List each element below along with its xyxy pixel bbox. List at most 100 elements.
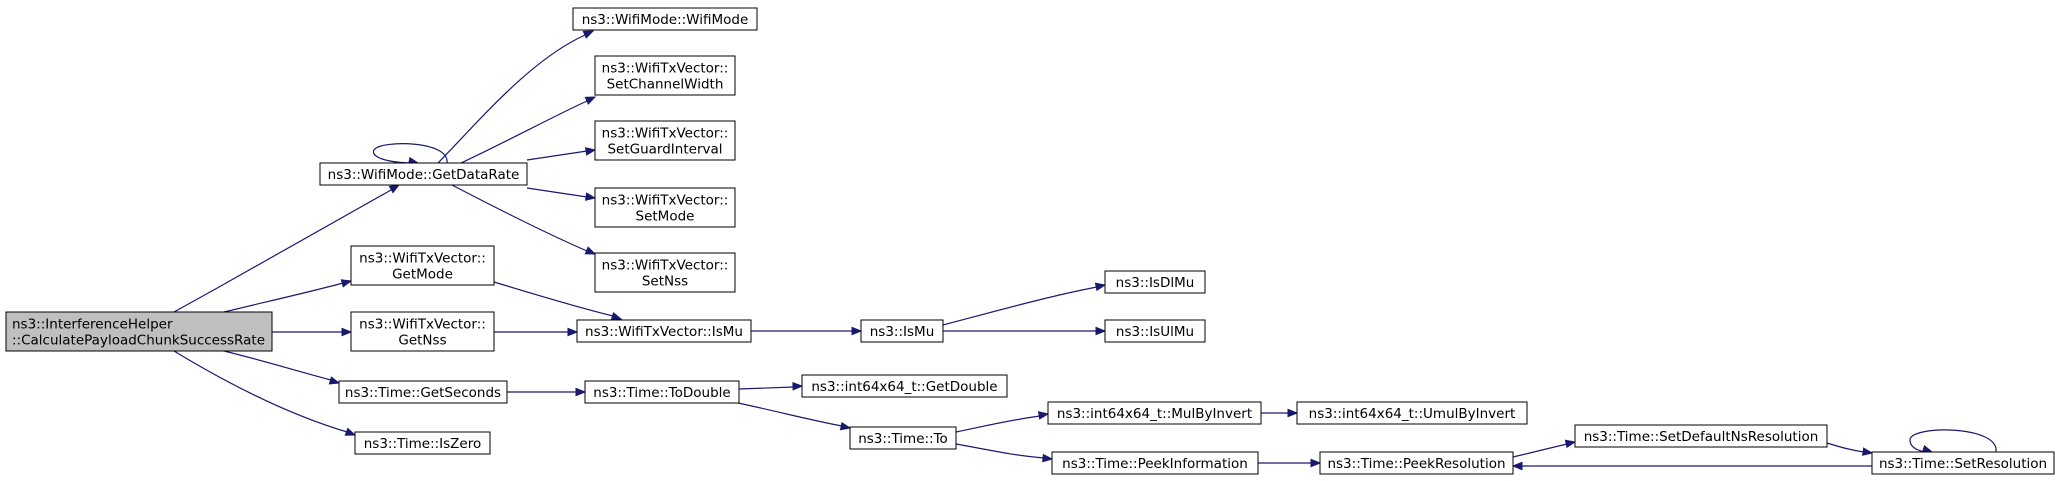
node-time-to[interactable]: ns3::Time::To bbox=[849, 426, 957, 450]
edge-time-peekresolution-to-time-setdefaultns bbox=[1512, 439, 1577, 458]
arrowhead bbox=[1861, 447, 1874, 456]
node-tx-setguardinterval[interactable]: ns3::WifiTxVector::SetGuardInterval bbox=[594, 120, 736, 161]
edge-wm-getdatarate-to-tx-setnss bbox=[451, 184, 597, 255]
node-label: ns3::Time::PeekInformation bbox=[1062, 456, 1248, 472]
node-isdlmu[interactable]: ns3::IsDlMu bbox=[1104, 270, 1206, 294]
node-label: ns3::WifiTxVector:: bbox=[602, 193, 729, 209]
edge-line bbox=[955, 415, 1041, 433]
arrowhead bbox=[582, 30, 595, 39]
arrowhead bbox=[584, 192, 597, 201]
node-label: ns3::int64x64_t::MulByInvert bbox=[1057, 406, 1252, 422]
edge-line bbox=[173, 189, 392, 313]
edge-wm-getdatarate-to-tx-setguardinterval bbox=[526, 147, 597, 161]
node-box bbox=[1051, 451, 1259, 475]
node-box bbox=[594, 55, 736, 96]
node-label: ns3::IsMu bbox=[870, 324, 935, 340]
arrowhead bbox=[575, 387, 587, 397]
node-label: ns3::WifiTxVector:: bbox=[359, 317, 486, 333]
edge-time-setdefaultns-to-time-setresolution bbox=[1826, 442, 1874, 456]
edge-wm-getdatarate-to-tx-setchannelwidth bbox=[460, 96, 597, 164]
node-box bbox=[1104, 270, 1206, 294]
node-label: ns3::WifiTxVector::IsMu bbox=[585, 324, 743, 340]
edge-time-setresolution-to-time-peekresolution bbox=[1511, 461, 1872, 471]
edge-line bbox=[451, 184, 588, 252]
edge-ismu-to-isdlmu bbox=[942, 282, 1107, 326]
node-i64-mulbyinvert[interactable]: ns3::int64x64_t::MulByInvert bbox=[1047, 401, 1262, 425]
node-time-getseconds[interactable]: ns3::Time::GetSeconds bbox=[338, 380, 508, 404]
node-label: ns3::int64x64_t::UmulByInvert bbox=[1309, 406, 1516, 422]
node-label: ns3::IsDlMu bbox=[1116, 275, 1195, 291]
node-label: ns3::Time::IsZero bbox=[364, 436, 482, 452]
node-ismu[interactable]: ns3::IsMu bbox=[860, 319, 944, 343]
edge-wm-getdatarate-to-wm-getdatarate bbox=[372, 143, 448, 166]
edge-root-to-wm-getdatarate bbox=[173, 184, 401, 313]
arrowhead bbox=[1511, 461, 1523, 471]
node-box bbox=[1574, 424, 1828, 448]
node-label: ns3::int64x64_t::GetDouble bbox=[811, 379, 997, 395]
edge-tx-getmode-to-tx-ismu bbox=[493, 281, 623, 321]
arrowhead bbox=[610, 312, 623, 321]
edge-root-to-time-iszero bbox=[173, 350, 357, 436]
edge-time-to-to-i64-mulbyinvert bbox=[955, 411, 1050, 433]
nodes-layer: ns3::InterferenceHelper::CalculatePayloa… bbox=[5, 7, 2055, 475]
arrowhead bbox=[1037, 411, 1050, 420]
node-label: ns3::Time::PeekResolution bbox=[1327, 456, 1505, 472]
node-box bbox=[594, 187, 736, 228]
node-time-setdefaultns[interactable]: ns3::Time::SetDefaultNsResolution bbox=[1574, 424, 1828, 448]
node-tx-getmode[interactable]: ns3::WifiTxVector::GetMode bbox=[350, 245, 495, 286]
arrowhead bbox=[584, 96, 597, 105]
edge-line bbox=[738, 386, 795, 390]
node-wm-wifimode[interactable]: ns3::WifiMode::WifiMode bbox=[572, 7, 758, 31]
node-label: ns3::WifiMode::GetDataRate bbox=[328, 167, 520, 183]
node-time-iszero[interactable]: ns3::Time::IsZero bbox=[354, 431, 491, 455]
node-label: ns3::WifiTxVector:: bbox=[602, 126, 729, 142]
node-box bbox=[860, 319, 944, 343]
node-box bbox=[5, 311, 273, 352]
node-i64-umulbyinvert[interactable]: ns3::int64x64_t::UmulByInvert bbox=[1296, 401, 1528, 425]
edge-wm-getdatarate-to-tx-setmode bbox=[526, 187, 597, 201]
node-box bbox=[1871, 451, 2055, 475]
node-time-peekinformation[interactable]: ns3::Time::PeekInformation bbox=[1051, 451, 1259, 475]
node-tx-ismu[interactable]: ns3::WifiTxVector::IsMu bbox=[576, 319, 752, 343]
arrowhead bbox=[341, 327, 353, 337]
arrowhead bbox=[344, 427, 357, 436]
arrowhead bbox=[839, 421, 852, 431]
node-box bbox=[594, 120, 736, 161]
edge-line bbox=[173, 350, 348, 433]
edge-line bbox=[223, 350, 332, 381]
node-label: ns3::IsUlMu bbox=[1116, 324, 1194, 340]
edge-line bbox=[1826, 442, 1865, 453]
node-time-setresolution[interactable]: ns3::Time::SetResolution bbox=[1871, 451, 2055, 475]
arrowhead bbox=[567, 327, 579, 337]
node-label: GetNss bbox=[398, 333, 446, 349]
arrowhead bbox=[1095, 326, 1107, 336]
node-tx-setchannelwidth[interactable]: ns3::WifiTxVector::SetChannelWidth bbox=[594, 55, 736, 96]
edge-time-peekinformation-to-time-peekresolution bbox=[1258, 458, 1322, 468]
arrowhead bbox=[584, 147, 597, 156]
node-tx-setnss[interactable]: ns3::WifiTxVector::SetNss bbox=[594, 252, 736, 293]
edge-time-setresolution-to-time-setresolution bbox=[1909, 429, 1997, 454]
edge-line bbox=[372, 143, 448, 164]
node-tx-getnss[interactable]: ns3::WifiTxVector::GetNss bbox=[350, 311, 495, 352]
node-i64-getdouble[interactable]: ns3::int64x64_t::GetDouble bbox=[801, 374, 1008, 398]
arrowhead bbox=[1310, 458, 1322, 468]
arrowhead bbox=[1042, 453, 1054, 463]
node-label: ns3::WifiTxVector:: bbox=[602, 61, 729, 77]
node-wm-getdatarate[interactable]: ns3::WifiMode::GetDataRate bbox=[319, 162, 528, 186]
node-label: ns3::Time::To bbox=[858, 431, 948, 447]
node-box bbox=[1319, 451, 1514, 475]
node-isulmu[interactable]: ns3::IsUlMu bbox=[1104, 319, 1206, 343]
arrowhead bbox=[340, 279, 353, 288]
node-label: ns3::Time::ToDouble bbox=[593, 385, 730, 401]
node-box bbox=[1047, 401, 1262, 425]
edge-time-to-to-time-peekinformation bbox=[955, 443, 1054, 463]
arrowhead bbox=[388, 184, 401, 194]
node-time-peekresolution[interactable]: ns3::Time::PeekResolution bbox=[1319, 451, 1514, 475]
node-time-todouble[interactable]: ns3::Time::ToDouble bbox=[584, 380, 740, 404]
edge-time-todouble-to-time-to bbox=[737, 402, 852, 431]
edge-line bbox=[493, 281, 614, 317]
node-tx-setmode[interactable]: ns3::WifiTxVector::SetMode bbox=[594, 187, 736, 228]
node-label: GetMode bbox=[392, 267, 453, 283]
node-label: ns3::Time::SetDefaultNsResolution bbox=[1584, 429, 1819, 445]
edge-root-to-tx-getnss bbox=[272, 327, 353, 337]
